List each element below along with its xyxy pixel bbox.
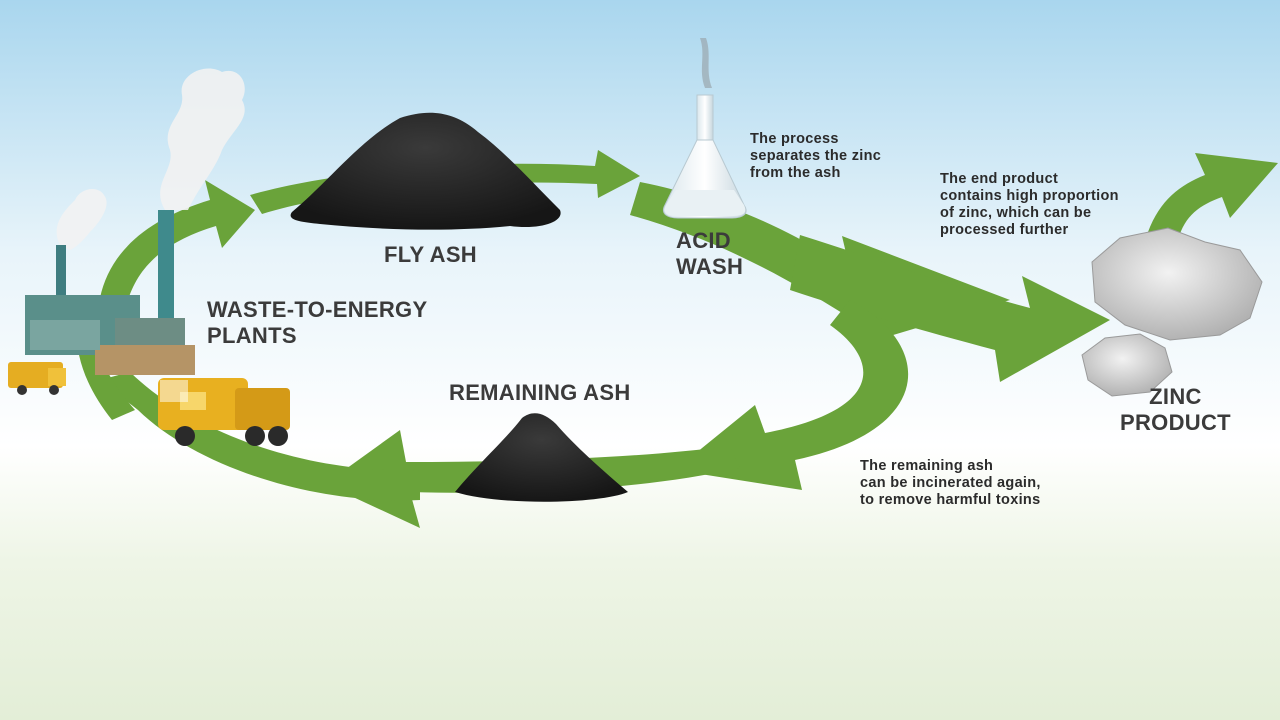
zinc-rock-small	[1081, 333, 1173, 397]
arrow-remaining-ash-to-plants	[100, 372, 420, 501]
fly-ash-pile	[290, 112, 561, 230]
flask-vapor	[700, 38, 712, 88]
garbage-truck	[158, 378, 290, 446]
note-acid-wash: The process separates the zinc from the …	[750, 131, 882, 181]
arrow-zinc-onward	[1148, 153, 1278, 240]
acid-wash-flask-illustration	[663, 38, 747, 219]
chimney-tall	[158, 210, 174, 340]
zinc-rock-large	[1091, 227, 1263, 341]
arrow-plants-to-fly-ash	[100, 180, 255, 300]
note-remaining-ash: The remaining ash can be incinerated aga…	[860, 458, 1041, 508]
flask-liquid	[664, 190, 746, 216]
smoke-plume-small	[56, 188, 107, 250]
remaining-ash-pile	[455, 413, 628, 502]
chimney-short	[56, 245, 66, 305]
garbage-truck-small	[8, 362, 66, 395]
plant-annex	[30, 320, 100, 350]
note-zinc-product: The end product contains high proportion…	[940, 171, 1119, 238]
label-zinc-product: ZINC PRODUCT	[1120, 384, 1231, 435]
arrow-acid-wash-to-remaining-ash	[675, 300, 909, 490]
flask-neck	[696, 94, 714, 144]
zinc-product-rocks	[1081, 227, 1263, 397]
label-fly-ash: FLY ASH	[384, 242, 477, 267]
label-acid-wash: ACID WASH	[676, 228, 744, 279]
label-waste-to-energy-plants: WASTE-TO-ENERGY PLANTS	[207, 297, 428, 348]
smoke-plume	[160, 68, 245, 210]
label-remaining-ash: REMAINING ASH	[449, 380, 631, 405]
waste-to-energy-plant-illustration	[25, 68, 245, 375]
arrow-to-zinc-lower	[790, 235, 1110, 382]
plant-warehouse	[95, 345, 195, 375]
